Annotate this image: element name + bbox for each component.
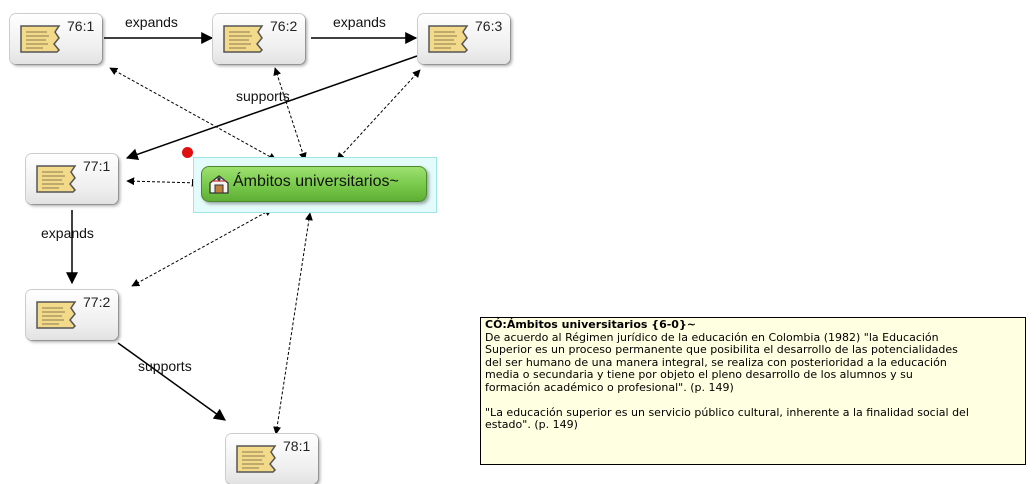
quotation-label: 77:2	[83, 294, 111, 310]
code-comment-tooltip: CÓ:Ámbitos universitarios {6-0}~ De acue…	[480, 317, 1026, 465]
network-edges	[66, 32, 421, 435]
quotation-node-76-2[interactable]: 76:2	[213, 14, 305, 64]
quotation-node-78-1[interactable]: 78:1	[226, 434, 318, 484]
document-icon	[223, 25, 264, 53]
edge-label-76-2-76-3: expands	[333, 14, 386, 30]
quotation-label: 77:1	[83, 158, 111, 174]
document-icon	[36, 165, 77, 193]
edge-76-2-code[interactable]	[273, 67, 307, 161]
edge-77-2-supports-78-1[interactable]	[117, 342, 226, 421]
code-icon	[209, 175, 229, 194]
quotation-label: 76:3	[475, 18, 503, 34]
quotation-label: 76:2	[270, 18, 298, 34]
quotation-node-77-2[interactable]: 77:2	[26, 290, 118, 340]
edge-label-76-1-76-2: expands	[125, 14, 178, 30]
tooltip-title: CÓ:Ámbitos universitarios {6-0}~	[485, 318, 697, 331]
tooltip-quote: "La educación superior es un servicio pú…	[485, 405, 969, 432]
edge-78-1-code[interactable]	[273, 212, 313, 435]
edge-76-1-code[interactable]	[109, 67, 277, 161]
edge-label-77-1-77-2: expands	[41, 225, 94, 241]
edge-77-1-code[interactable]	[126, 177, 200, 187]
quotation-label: 76:1	[67, 18, 95, 34]
edge-label-76-3-77-1: supports	[236, 88, 290, 104]
document-icon	[36, 301, 77, 329]
document-icon	[428, 25, 469, 53]
code-label: Ámbitos universitarios~	[233, 173, 399, 190]
quotation-label: 78:1	[283, 438, 311, 454]
quotation-node-76-3[interactable]: 76:3	[418, 14, 510, 64]
quotation-node-77-1[interactable]: 77:1	[26, 154, 118, 204]
quotation-node-76-1[interactable]: 76:1	[10, 14, 102, 64]
edge-76-3-to-77-1[interactable]	[125, 55, 418, 161]
document-icon	[20, 25, 61, 53]
document-icon	[236, 445, 277, 473]
comment-marker	[182, 147, 193, 158]
edge-76-3-code[interactable]	[336, 69, 421, 161]
code-node-ambitos-universitarios[interactable]: Ámbitos universitarios~	[201, 166, 427, 202]
edge-label-77-2-78-1: supports	[138, 358, 192, 374]
edge-77-2-code[interactable]	[131, 208, 273, 287]
tooltip-body: De acuerdo al Régimen jurídico de la edu…	[485, 330, 958, 394]
